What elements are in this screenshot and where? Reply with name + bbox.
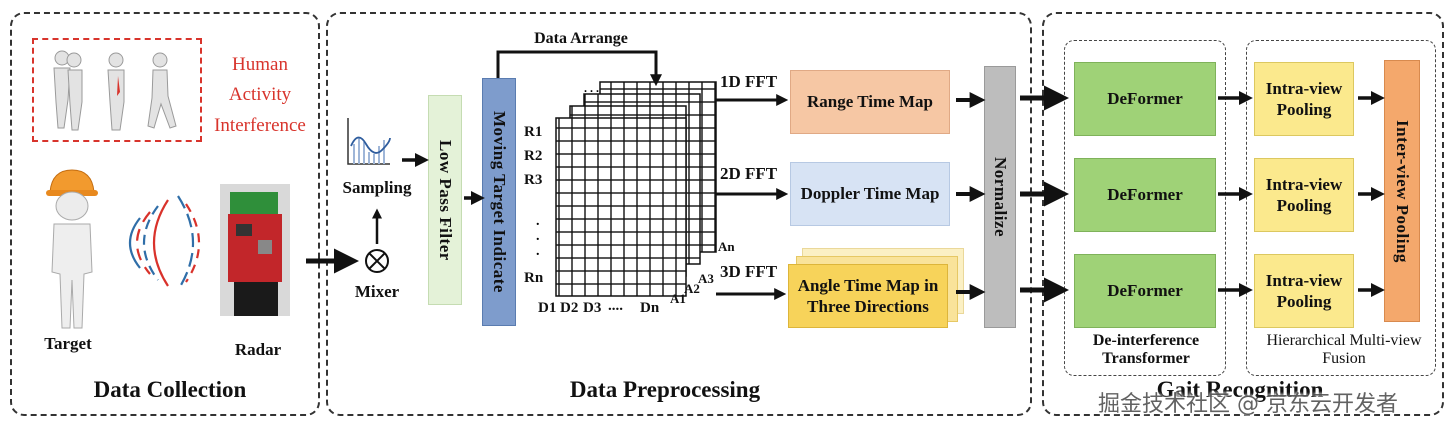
col-label-d2: D2 xyxy=(560,300,579,316)
deformer-box-1: DeFormer xyxy=(1074,62,1216,136)
radar-label: Radar xyxy=(234,340,282,359)
col-label-dn: Dn xyxy=(640,300,660,316)
radar-device-icon xyxy=(220,184,290,316)
svg-text:.: . xyxy=(536,244,540,259)
deformer-box-3: DeFormer xyxy=(1074,254,1216,328)
col-label-d1: D1 xyxy=(538,300,557,316)
fft-2d-label: 2D FFT xyxy=(720,164,778,183)
radar-waves-icon xyxy=(128,195,201,291)
moving-target-indicate-box: Moving Target Indicate xyxy=(482,78,516,326)
range-time-map-box: Range Time Map xyxy=(790,70,950,134)
target-label: Target xyxy=(44,334,92,353)
de-interference-caption: De-interference Transformer xyxy=(1092,332,1200,368)
data-preprocessing-panel xyxy=(326,12,1032,416)
moving-target-indicate-label: Moving Target Indicate xyxy=(490,111,509,293)
depth-label-a3: A3 xyxy=(698,271,714,286)
data-arrange-label: Data Arrange xyxy=(534,30,628,47)
interference-label: Human Activity Interference xyxy=(214,54,306,136)
depth-label-a2: A2 xyxy=(684,281,700,296)
fft-1d-label: 1D FFT xyxy=(720,72,778,91)
multi-view-fusion-subpanel xyxy=(1246,40,1436,376)
data-collection-title: Data Collection xyxy=(93,377,247,402)
deformer-box-2: DeFormer xyxy=(1074,158,1216,232)
normalize-box: Normalize xyxy=(984,66,1016,328)
low-pass-filter-box: Low Pass Filter xyxy=(428,95,462,305)
watermark-text: 掘金技术社区 @ 京东云开发者 xyxy=(1098,392,1398,417)
human-activity-figures xyxy=(53,50,177,131)
hierarchical-fusion-caption: Hierarchical Multi-view Fusion xyxy=(1266,332,1422,368)
col-label-d3: D3 xyxy=(583,300,602,316)
intra-view-pooling-box-1: Intra-view Pooling xyxy=(1254,62,1354,136)
low-pass-filter-label: Low Pass Filter xyxy=(436,139,455,261)
target-person-icon xyxy=(46,169,98,329)
inter-view-pooling-label: Inter-view Pooling xyxy=(1393,119,1412,263)
gait-recognition-title: Gait Recognition xyxy=(1156,377,1324,402)
interference-box xyxy=(32,38,202,142)
row-label-r1: R1 xyxy=(524,124,543,140)
intra-view-pooling-box-3: Intra-view Pooling xyxy=(1254,254,1354,328)
svg-text:.: . xyxy=(536,229,540,244)
angle-time-map-box: Angle Time Map in Three Directions xyxy=(788,264,948,328)
row-label-r2: R2 xyxy=(524,148,543,164)
depth-label-an: An xyxy=(718,239,735,254)
intra-view-pooling-box-2: Intra-view Pooling xyxy=(1254,158,1354,232)
data-collection-panel xyxy=(10,12,320,416)
col-label-dots: .... xyxy=(608,298,623,314)
data-preprocessing-title: Data Preprocessing xyxy=(569,377,761,402)
depth-label-a1: A1 xyxy=(670,291,686,306)
svg-text:.: . xyxy=(536,214,540,229)
fft-3d-label: 3D FFT xyxy=(720,262,778,281)
de-interference-subpanel xyxy=(1064,40,1226,376)
doppler-time-map-box: Doppler Time Map xyxy=(790,162,950,226)
data-cube-grid: . . . . . . xyxy=(536,81,717,297)
mixer-symbol-icon xyxy=(365,249,389,273)
sampling-label: Sampling xyxy=(342,178,412,197)
gait-recognition-panel xyxy=(1042,12,1444,416)
inter-view-pooling-box: Inter-view Pooling xyxy=(1384,60,1420,322)
row-label-r3: R3 xyxy=(524,172,543,188)
svg-text:. . .: . . . xyxy=(584,81,599,95)
sampling-signal-icon xyxy=(347,118,391,165)
row-label-rn: Rn xyxy=(524,270,544,286)
mixer-label: Mixer xyxy=(354,282,400,301)
normalize-label: Normalize xyxy=(991,156,1010,238)
